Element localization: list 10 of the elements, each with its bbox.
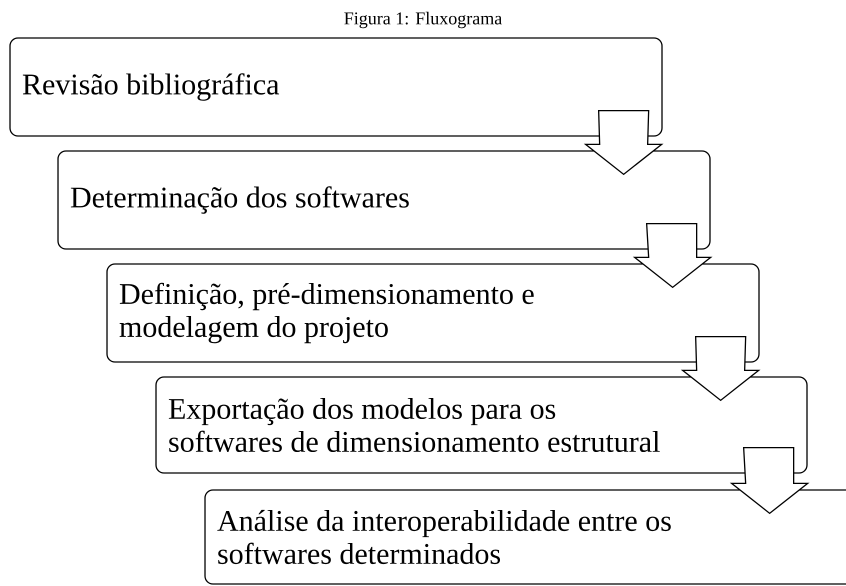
block-arrow xyxy=(730,447,810,514)
process-box: Exportação dos modelos para os softwares de dimensionamento estrutural xyxy=(155,376,808,474)
process-box: Determinação dos softwares xyxy=(57,150,711,250)
figure-title: Figura 1: Fluxograma xyxy=(344,12,502,28)
process-box: Análise da interoperabilidade entre os softwares determinados xyxy=(204,489,846,585)
block-arrow xyxy=(584,110,664,176)
block-arrow xyxy=(680,336,761,402)
process-box: Revisão bibliográfica xyxy=(9,37,663,137)
block-arrow xyxy=(632,223,713,288)
process-box: Definição, pré-dimensionamento e modelagem do projeto xyxy=(106,263,760,363)
